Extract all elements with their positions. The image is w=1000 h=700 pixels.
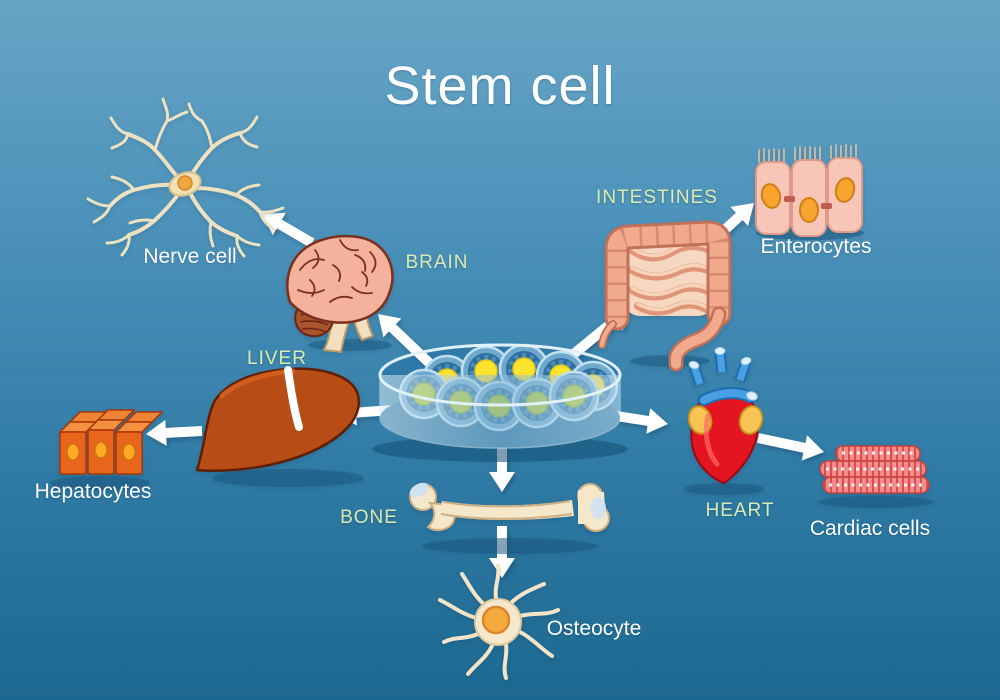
colon <box>598 220 732 372</box>
petri-dish <box>372 308 630 462</box>
liver-label: LIVER <box>247 348 307 369</box>
microvilli <box>758 144 857 163</box>
intestines-illustration <box>598 220 732 372</box>
osteocyte-nucleus <box>481 605 511 635</box>
cardiac-cells-illustration <box>818 445 934 508</box>
nerve-cell-illustration <box>86 97 285 258</box>
liver-illustration <box>195 366 364 487</box>
enterocytes-label: Enterocytes <box>760 235 872 258</box>
bone-label: BONE <box>340 507 398 528</box>
osteocyte-dendrites <box>438 564 560 680</box>
dish-rim <box>378 343 622 407</box>
arrow-brain-to-nerve-cell <box>262 212 315 248</box>
bone-illustration <box>409 482 610 554</box>
falciform-ligament <box>284 366 303 431</box>
nerve-cell-nucleus <box>177 175 193 191</box>
heart-illustration <box>684 347 764 495</box>
intestines-label: INTESTINES <box>596 187 718 208</box>
arrow-liver-to-hepatocytes <box>146 419 203 446</box>
enterocytes-illustration <box>755 144 864 240</box>
cartilage-cap <box>590 497 606 519</box>
arrow-heart-to-cardiac-cells <box>756 433 824 461</box>
brain-label: BRAIN <box>405 252 469 273</box>
brain-illustration <box>286 234 394 354</box>
dish-glass-wall <box>379 375 621 449</box>
heart-atrium <box>738 405 764 435</box>
cell-junction <box>784 196 795 202</box>
cartilage-cap <box>409 482 429 498</box>
osteocyte-label: Osteocyte <box>546 617 642 640</box>
nerve-cell-label: Nerve cell <box>143 245 237 268</box>
heart-vessels <box>688 347 752 386</box>
page-title: Stem cell <box>384 56 616 116</box>
brain-gyri <box>297 239 377 303</box>
cell-junction <box>821 203 832 209</box>
osteocyte-illustration <box>438 564 560 680</box>
hepatocytes-illustration <box>50 409 164 490</box>
cardiac-cells-label: Cardiac cells <box>809 517 931 540</box>
heart-label: HEART <box>705 500 775 521</box>
hepatocytes-label: Hepatocytes <box>34 480 152 503</box>
